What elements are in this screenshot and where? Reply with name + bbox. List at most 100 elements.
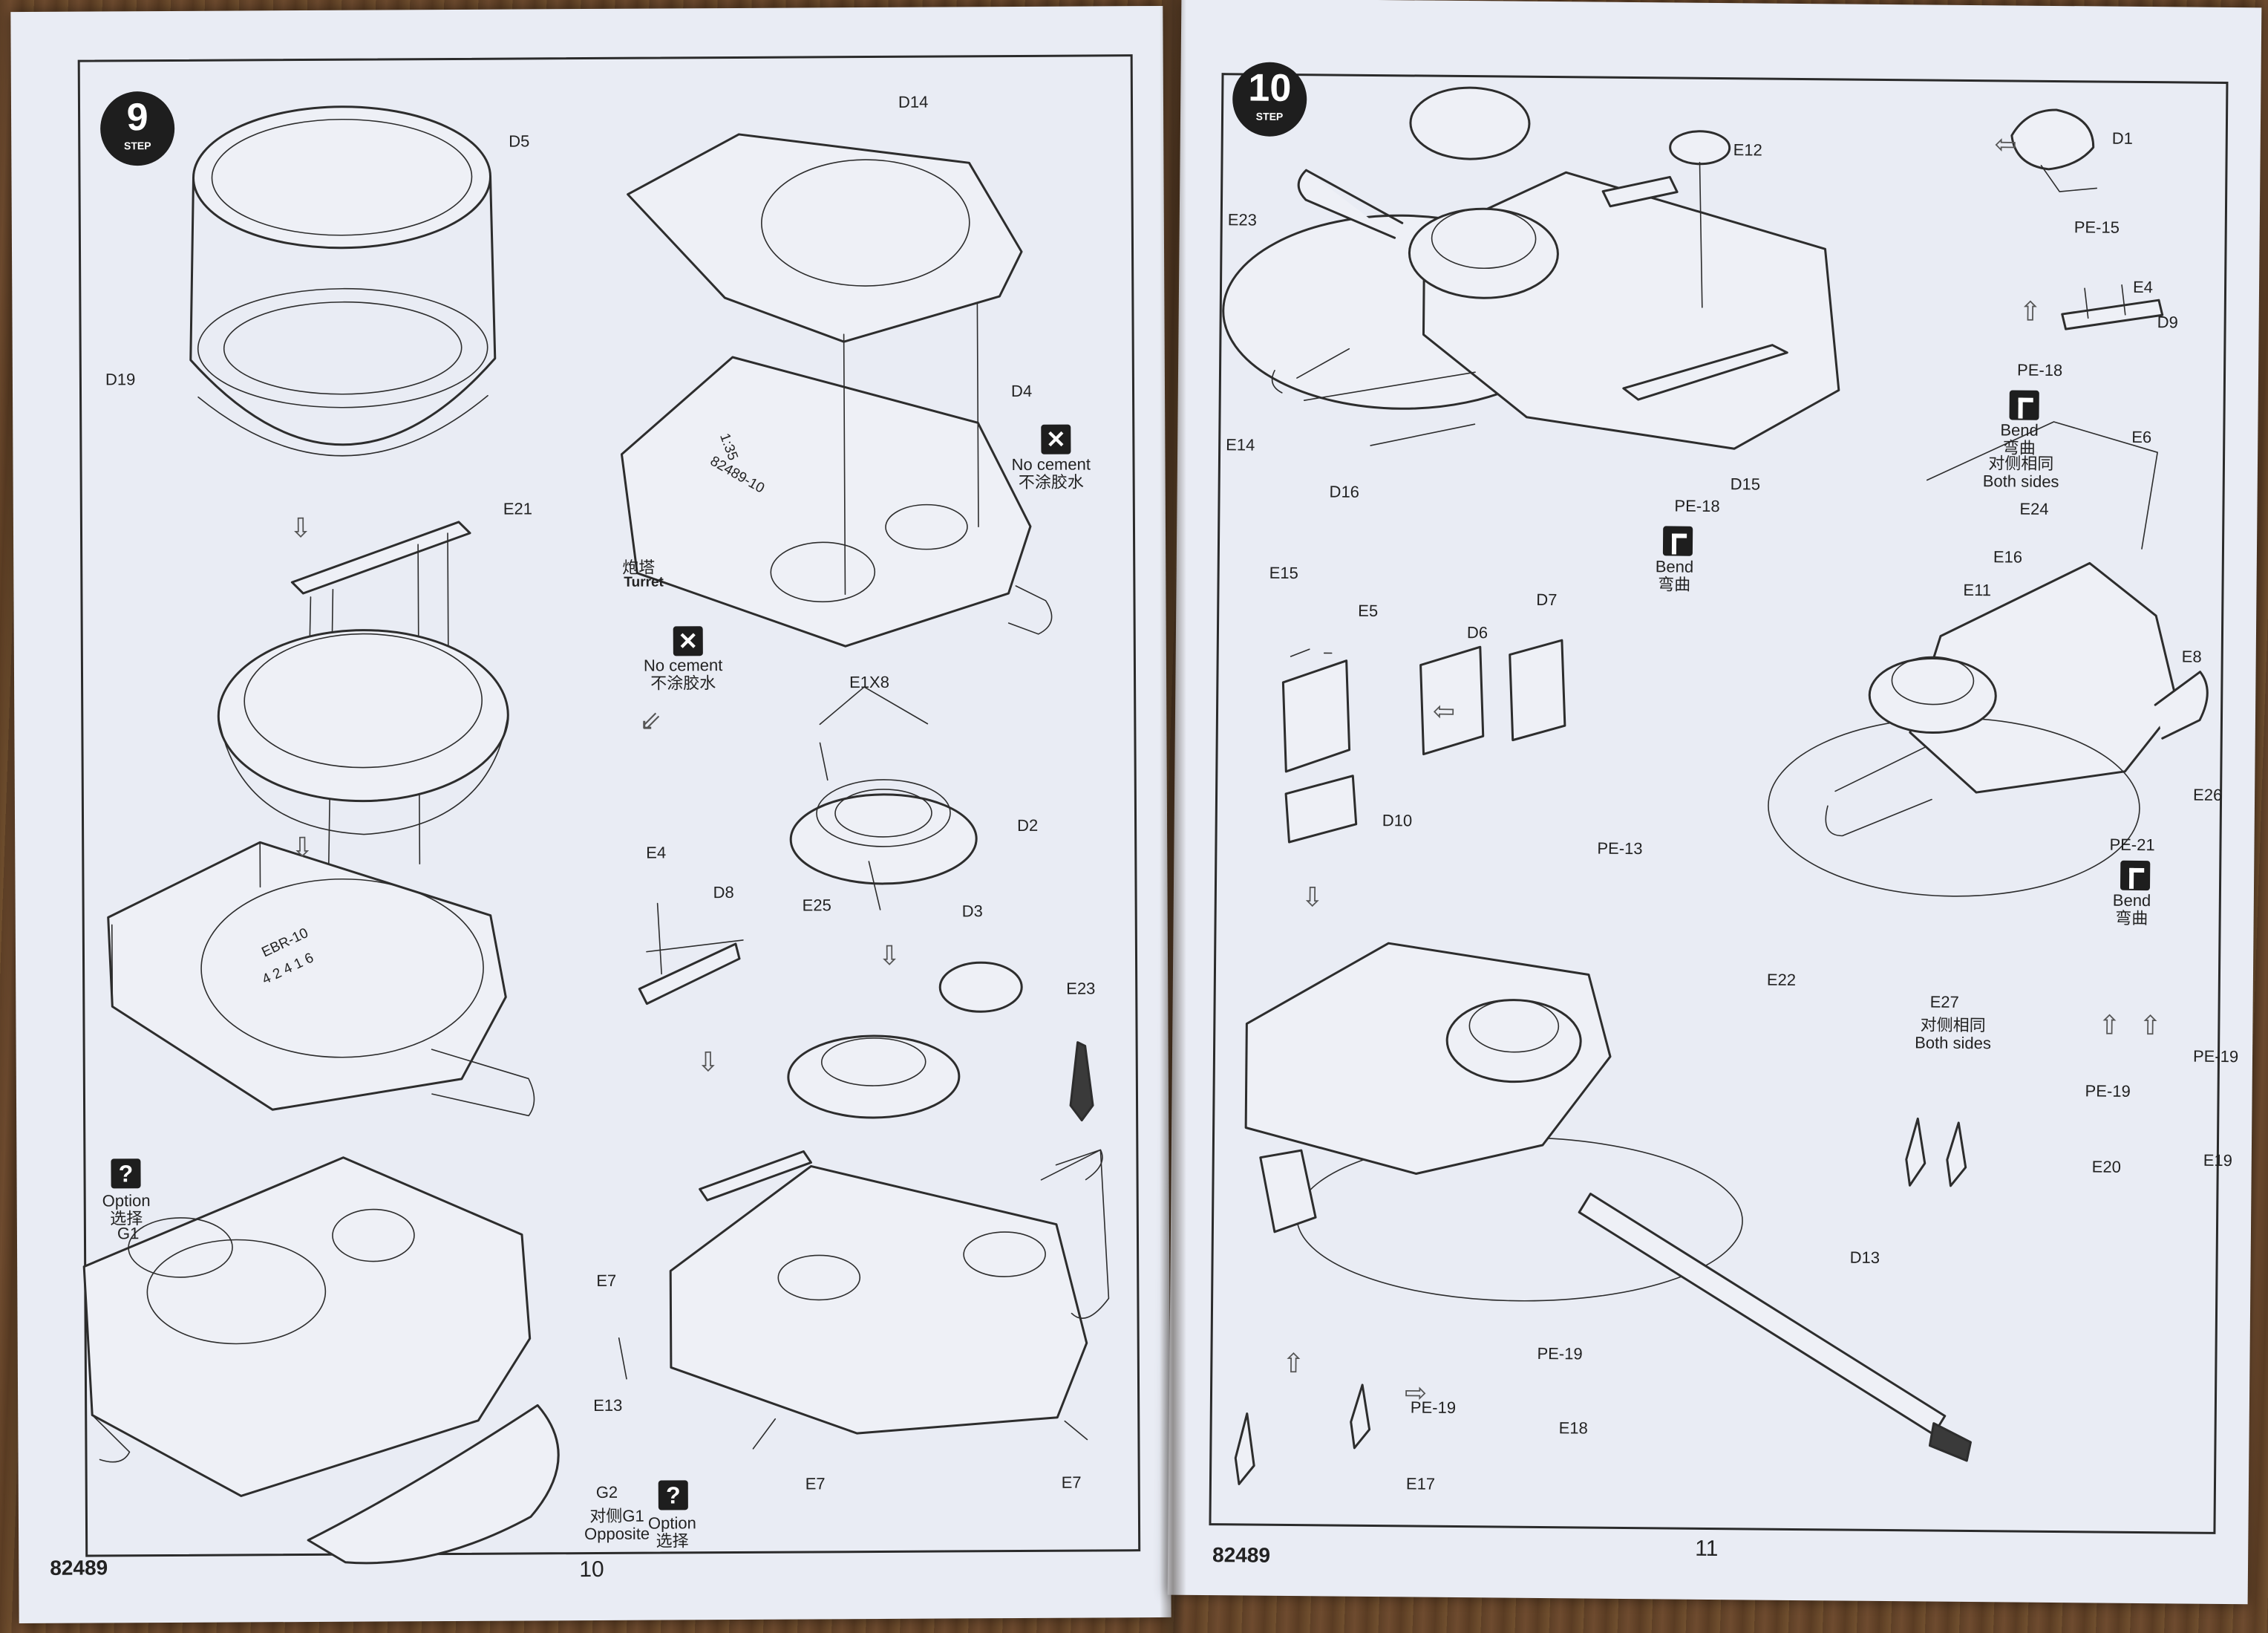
both-sides-note: 对侧相同 Both sides <box>1915 1015 1992 1053</box>
hollow-arrow-icon: ⇧ <box>2139 1010 2162 1041</box>
booklet-spine <box>1160 0 1186 1633</box>
no-cement-note: No cement 不涂胶水 <box>1011 454 1091 492</box>
part-label: D9 <box>2157 313 2178 332</box>
catalog-number: 82489 <box>1212 1543 1271 1567</box>
part-label: E14 <box>1226 435 1255 454</box>
no-cement-note: No cement 不涂胶水 <box>644 656 723 693</box>
part-label: D3 <box>961 902 983 921</box>
part-label: E13 <box>593 1395 623 1415</box>
part-label: PE-21 <box>2109 835 2155 855</box>
part-label: D4 <box>1010 381 1033 401</box>
opposite-cn: 对侧G1 <box>589 1506 644 1526</box>
part-label: E19 <box>2203 1150 2233 1170</box>
no-cement-cn: 不涂胶水 <box>650 674 716 693</box>
turret-label-en: Turret <box>624 574 664 590</box>
bend-cn: 弯曲 <box>1658 575 1691 594</box>
part-label: D2 <box>1017 815 1039 835</box>
both-sides-en: Both sides <box>1915 1033 1992 1053</box>
instruction-page-left: 9 STEP <box>10 5 1171 1624</box>
option-en: Option <box>647 1513 696 1533</box>
hollow-arrow-icon: ⇧ <box>2019 296 2042 327</box>
no-cement-icon: ✕ <box>1041 424 1071 454</box>
part-label: PE-15 <box>2073 218 2120 237</box>
no-cement-en: No cement <box>1011 454 1091 475</box>
opposite-note: 对侧G1 Opposite <box>584 1507 650 1543</box>
part-label: PE-19 <box>2085 1081 2131 1101</box>
part-label: E6 <box>2131 427 2152 447</box>
turret-assembly-drawing-right <box>1222 86 2209 1485</box>
part-label: E7 <box>596 1271 617 1290</box>
part-label: D7 <box>1536 590 1558 610</box>
no-cement-icon: ✕ <box>673 626 703 656</box>
part-label: E24 <box>2019 499 2049 518</box>
part-label: E8 <box>2181 647 2202 666</box>
bend-note: Bend 弯曲 <box>2000 420 2039 457</box>
option-cn: 选择 <box>656 1531 689 1551</box>
bend-icon <box>1662 526 1693 556</box>
part-label: E27 <box>1929 992 1959 1011</box>
no-cement-cn: 不涂胶水 <box>1018 472 1084 492</box>
hollow-arrow-icon: ⇧ <box>2098 1009 2121 1040</box>
hollow-arrow-icon: ⇦ <box>1994 128 2017 160</box>
part-label: D16 <box>1329 482 1360 501</box>
part-label: E7 <box>805 1474 826 1493</box>
part-label: E23 <box>1066 979 1096 998</box>
bend-en: Bend <box>1655 557 1694 576</box>
hollow-arrow-icon: ⇩ <box>291 831 314 863</box>
part-label: E25 <box>802 896 831 915</box>
bend-note: Bend 弯曲 <box>1655 557 1694 594</box>
page-number: 11 <box>1695 1536 1719 1562</box>
bend-icon <box>2009 390 2039 420</box>
part-label: E22 <box>1766 970 1797 989</box>
instruction-page-right: 10 STEP <box>1167 0 2262 1605</box>
part-label: D14 <box>898 92 929 111</box>
part-label: E4 <box>2132 277 2154 297</box>
both-sides-note: 对侧相同 Both sides <box>1983 454 2059 491</box>
part-label: PE-19 <box>1537 1343 1583 1363</box>
bend-en: Bend <box>2112 890 2151 910</box>
part-label: E5 <box>1358 601 1379 621</box>
part-label: D5 <box>509 131 530 151</box>
part-label: D19 <box>105 370 136 389</box>
part-label: E21 <box>503 499 533 518</box>
both-sides-en: Both sides <box>1982 472 2059 492</box>
part-label: D1 <box>2111 128 2134 148</box>
hollow-arrow-icon: ⇙ <box>639 705 662 736</box>
bend-en: Bend <box>2000 420 2039 440</box>
part-label: E15 <box>1269 563 1298 583</box>
no-cement-en: No cement <box>643 656 723 675</box>
part-label: PE-19 <box>2192 1046 2239 1066</box>
part-label: E4 <box>646 843 667 862</box>
hollow-arrow-icon: ⇩ <box>878 939 901 971</box>
hollow-arrow-icon: ⇩ <box>1301 881 1324 913</box>
part-label: E11 <box>1963 580 1992 600</box>
option-icon: ? <box>658 1480 688 1510</box>
part-label: PE-18 <box>1674 496 1720 516</box>
part-label: E20 <box>2091 1157 2121 1176</box>
part-label: E17 <box>1405 1474 1436 1493</box>
part-label: E26 <box>2192 785 2223 804</box>
option-en: Option <box>102 1191 151 1210</box>
bend-note: Bend 弯曲 <box>2112 890 2151 928</box>
option-icon: ? <box>111 1158 141 1189</box>
opposite-en: Opposite <box>584 1524 650 1544</box>
bend-cn: 弯曲 <box>2115 908 2148 928</box>
hollow-arrow-icon: ⇩ <box>696 1046 719 1078</box>
part-label: D13 <box>1849 1248 1880 1267</box>
catalog-number: 82489 <box>50 1556 108 1580</box>
part-label: D8 <box>713 882 734 902</box>
part-label: PE-19 <box>1410 1398 1457 1417</box>
turret-assembly-drawing-left <box>82 105 1110 1565</box>
option-note: Option 选择 <box>102 1191 151 1228</box>
bend-icon <box>2120 860 2151 891</box>
both-sides-cn: 对侧相同 <box>1988 454 2054 473</box>
part-label: PE-13 <box>1597 838 1643 858</box>
part-label: E16 <box>1993 547 2023 567</box>
option-cn: 选择 <box>110 1209 143 1228</box>
part-label: E23 <box>1227 210 1258 229</box>
option-note: Option 选择 <box>647 1513 696 1551</box>
page-number: 10 <box>579 1557 604 1583</box>
part-label: E18 <box>1558 1418 1588 1438</box>
part-label: G2 <box>595 1482 618 1502</box>
part-label: E7 <box>1061 1473 1082 1492</box>
